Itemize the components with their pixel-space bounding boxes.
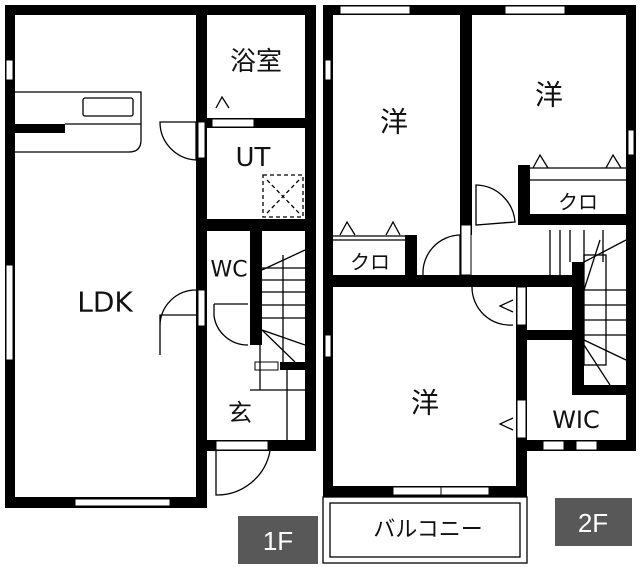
door-swing-icon <box>159 121 197 161</box>
door-marker-icon <box>498 417 514 431</box>
wall <box>572 262 584 392</box>
staircase <box>549 230 627 386</box>
closet-door-icon <box>532 153 622 169</box>
floor-badge-1f: 1F <box>238 516 318 564</box>
door-swing-icon <box>471 286 514 326</box>
wall <box>305 5 316 451</box>
door-swing-icon <box>159 289 197 355</box>
wall <box>626 5 636 451</box>
closet-top-right: クロ <box>530 153 626 214</box>
door-marker-icon <box>498 299 514 313</box>
room-label-western-top-left: 洋 <box>380 106 408 139</box>
wall <box>207 219 305 231</box>
floor-badge-label: 2F <box>578 508 608 538</box>
room-label-closet-left: クロ <box>350 250 390 274</box>
wall <box>572 385 636 395</box>
window <box>440 486 490 496</box>
wall <box>518 165 530 225</box>
wall <box>460 5 472 235</box>
window <box>504 5 566 15</box>
window <box>5 264 14 361</box>
entrance-door-opening[interactable] <box>215 440 269 451</box>
wall <box>250 231 262 345</box>
window <box>392 486 442 496</box>
wall <box>405 235 417 280</box>
wall <box>5 5 316 15</box>
wall <box>323 5 636 15</box>
room-label-utility: UT <box>236 143 271 173</box>
bath-door-opening[interactable] <box>211 118 255 128</box>
floor-2-plan: クロ クロ <box>322 5 636 564</box>
staircase <box>250 249 306 440</box>
room-label-wic: WIC <box>552 406 600 434</box>
window <box>339 5 411 15</box>
window <box>5 59 14 81</box>
room-label-bath: 浴室 <box>230 47 282 77</box>
door-opening[interactable] <box>516 286 527 326</box>
window <box>324 334 332 358</box>
closet-door-icon <box>339 220 401 236</box>
wall <box>196 5 207 508</box>
wall <box>207 118 305 128</box>
wall <box>323 275 573 287</box>
wall <box>280 362 316 370</box>
utility-door-opening[interactable] <box>197 121 206 159</box>
window <box>575 440 598 451</box>
kitchen-counter <box>15 91 142 153</box>
step <box>254 361 279 371</box>
closet-top-left: クロ <box>333 220 405 274</box>
door-swing-icon <box>213 303 249 346</box>
wall <box>518 214 636 225</box>
wall <box>5 5 15 508</box>
room-label-western-bottom: 洋 <box>411 387 439 420</box>
door-marker-icon <box>215 95 230 109</box>
hall-door-opening[interactable] <box>197 289 206 327</box>
floor-badge-label: 1F <box>263 526 293 556</box>
window <box>627 129 635 156</box>
sink-icon <box>82 97 134 117</box>
room-label-western-top-right: 洋 <box>535 79 563 112</box>
room-label-closet-right: クロ <box>558 190 598 214</box>
door-swing-icon <box>422 234 461 276</box>
floor-1-plan: 浴室 UT WC LDK 玄 1F <box>5 5 318 564</box>
window <box>542 440 565 451</box>
balcony: バルコニー <box>322 496 528 564</box>
window <box>324 59 332 81</box>
door-opening[interactable] <box>460 224 472 276</box>
floor-badge-2f: 2F <box>555 498 632 546</box>
wall <box>527 330 577 340</box>
door-swing-icon <box>475 184 516 226</box>
room-label-balcony: バルコニー <box>373 518 483 543</box>
washing-machine-pan <box>262 174 304 218</box>
entrance-door-swing-icon <box>215 450 271 496</box>
wall <box>323 5 333 497</box>
window <box>74 498 171 507</box>
room-label-toilet: WC <box>210 258 247 283</box>
room-label-ldk: LDK <box>77 286 133 319</box>
wic-door-opening[interactable] <box>516 399 527 439</box>
room-label-entrance: 玄 <box>228 399 252 427</box>
wall <box>516 280 527 497</box>
